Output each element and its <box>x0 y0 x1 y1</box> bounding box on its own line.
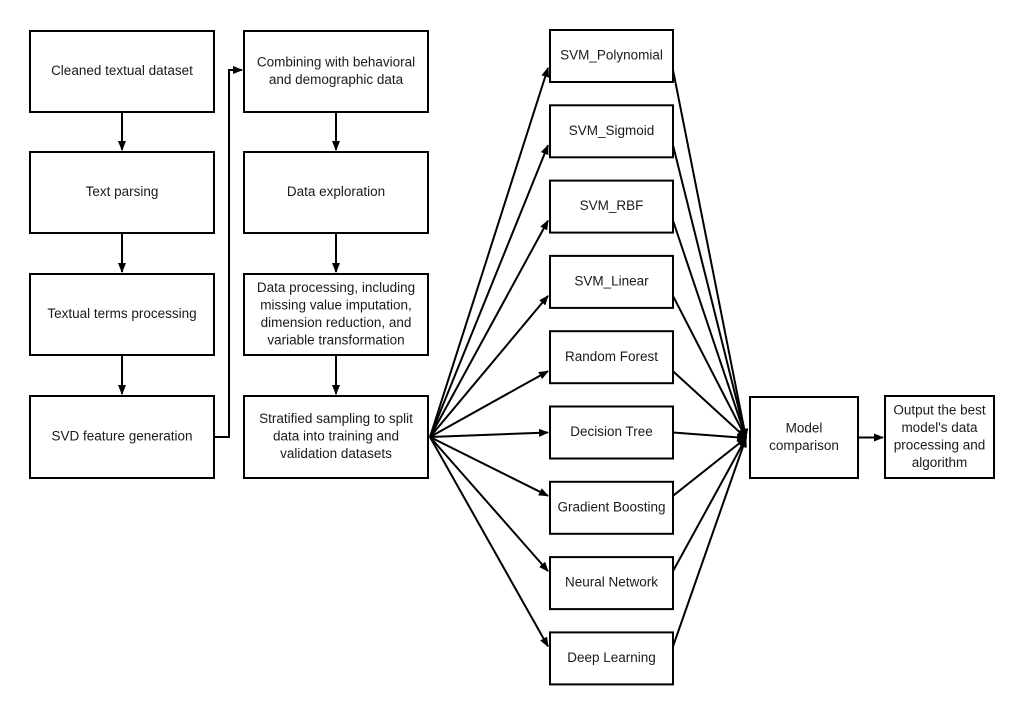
node-label-cleaned-textual-dataset: Cleaned textual dataset <box>51 63 193 78</box>
edge-svm-polynomial-to-comparison <box>672 69 749 439</box>
node-svm-rbf[interactable]: SVM_RBF <box>549 179 674 234</box>
node-label-text-parsing: Text parsing <box>86 184 159 199</box>
edge-decision-tree-to-comparison <box>672 431 747 442</box>
edge-sampling-to-deep-learning <box>429 436 549 648</box>
node-label-neural-network: Neural Network <box>565 575 658 590</box>
node-svm-linear[interactable]: SVM_Linear <box>549 254 674 309</box>
node-label-model-comparison: comparison <box>769 438 839 453</box>
node-box-output-best-model <box>884 395 995 479</box>
edge-gradient-boosting-to-comparison <box>672 437 747 497</box>
node-box-decision-tree <box>549 405 674 460</box>
edge-sampling-to-decision-tree <box>429 428 549 438</box>
edge-random-forest-to-comparison <box>672 370 747 439</box>
node-label-combining-data: Combining with behavioral <box>257 54 415 69</box>
edge-sampling-to-svm-linear <box>429 295 549 438</box>
node-label-data-exploration: Data exploration <box>287 184 385 199</box>
node-gradient-boosting[interactable]: Gradient Boosting <box>549 480 674 535</box>
node-label-svd-feature-generation: SVD feature generation <box>51 429 192 444</box>
node-text-parsing[interactable]: Text parsing <box>29 151 215 234</box>
node-label-model-comparison: Model <box>786 420 823 435</box>
node-box-data-processing <box>243 273 429 356</box>
edge-sampling-to-svm-polynomial <box>429 67 550 438</box>
edge-svm-linear-to-comparison <box>672 295 747 439</box>
node-label-deep-learning: Deep Learning <box>567 650 656 665</box>
node-label-decision-tree: Decision Tree <box>570 424 653 439</box>
node-label-output-best-model: algorithm <box>912 455 968 470</box>
node-svd-feature-generation[interactable]: SVD feature generation <box>29 395 215 479</box>
node-box-svm-rbf <box>549 179 674 234</box>
node-box-combining-data <box>243 30 429 113</box>
node-box-cleaned-textual-dataset <box>29 30 215 113</box>
node-box-svd-feature-generation <box>29 395 215 479</box>
node-box-text-parsing <box>29 151 215 234</box>
edge-sampling-to-neural-network <box>429 436 549 572</box>
node-neural-network[interactable]: Neural Network <box>549 556 674 611</box>
node-box-svm-linear <box>549 254 674 309</box>
node-label-combining-data: and demographic data <box>269 72 404 87</box>
node-output-best-model[interactable]: Output the best model's data processing an… <box>884 395 995 479</box>
node-svm-polynomial[interactable]: SVM_Polynomial <box>549 29 674 83</box>
node-label-svm-sigmoid: SVM_Sigmoid <box>569 123 655 138</box>
edge-sampling-to-gradient-boosting <box>429 436 549 497</box>
node-box-stratified-sampling <box>243 395 429 479</box>
node-label-random-forest: Random Forest <box>565 349 658 364</box>
node-box-svm-sigmoid <box>549 104 674 159</box>
node-box-deep-learning <box>549 631 674 686</box>
node-svm-sigmoid[interactable]: SVM_Sigmoid <box>549 104 674 159</box>
edge-deep-learning-to-comparison <box>672 437 747 647</box>
node-box-textual-terms-processing <box>29 273 215 356</box>
node-box-svm-polynomial <box>549 29 674 83</box>
node-label-data-processing: Data processing, including <box>257 280 415 295</box>
node-label-output-best-model: model's data <box>901 420 978 435</box>
node-box-gradient-boosting <box>549 480 674 535</box>
edge-svd-to-combining <box>214 66 243 438</box>
node-label-stratified-sampling: data into training and <box>273 429 399 444</box>
node-random-forest[interactable]: Random Forest <box>549 330 674 385</box>
node-data-processing[interactable]: Data processing, including missing value … <box>243 273 429 356</box>
node-label-textual-terms-processing: Textual terms processing <box>47 306 196 321</box>
node-label-svm-rbf: SVM_RBF <box>580 198 644 213</box>
node-label-data-processing: missing value imputation, <box>260 297 412 312</box>
node-label-stratified-sampling: Stratified sampling to split <box>259 411 413 426</box>
node-label-svm-linear: SVM_Linear <box>574 273 649 288</box>
node-data-exploration[interactable]: Data exploration <box>243 151 429 234</box>
node-combining-data[interactable]: Combining with behavioral and demographic… <box>243 30 429 113</box>
edge-svm-sigmoid-to-comparison <box>672 145 748 439</box>
node-deep-learning[interactable]: Deep Learning <box>549 631 674 686</box>
edge-neural-network-to-comparison <box>672 437 747 572</box>
edge-svm-rbf-to-comparison <box>672 220 747 439</box>
node-label-stratified-sampling: validation datasets <box>280 446 392 461</box>
node-textual-terms-processing[interactable]: Textual terms processing <box>29 273 215 356</box>
edge-sampling-to-svm-rbf <box>429 219 549 438</box>
node-box-model-comparison <box>749 396 859 479</box>
node-cleaned-textual-dataset[interactable]: Cleaned textual dataset <box>29 30 215 113</box>
node-box-random-forest <box>549 330 674 385</box>
edge-sampling-to-svm-sigmoid <box>429 144 549 438</box>
node-label-data-processing: variable transformation <box>267 332 404 347</box>
edges-layer <box>118 66 884 648</box>
node-label-gradient-boosting: Gradient Boosting <box>557 499 665 514</box>
node-label-output-best-model: Output the best <box>893 402 986 417</box>
node-decision-tree[interactable]: Decision Tree <box>549 405 674 460</box>
node-model-comparison[interactable]: Model comparison <box>749 396 859 479</box>
node-stratified-sampling[interactable]: Stratified sampling to split data into tr… <box>243 395 429 479</box>
node-box-data-exploration <box>243 151 429 234</box>
node-box-neural-network <box>549 556 674 611</box>
node-label-output-best-model: processing and <box>894 437 986 452</box>
node-label-data-processing: dimension reduction, and <box>261 315 412 330</box>
edge-sampling-to-random-forest <box>429 370 549 438</box>
node-label-svm-polynomial: SVM_Polynomial <box>560 48 663 63</box>
